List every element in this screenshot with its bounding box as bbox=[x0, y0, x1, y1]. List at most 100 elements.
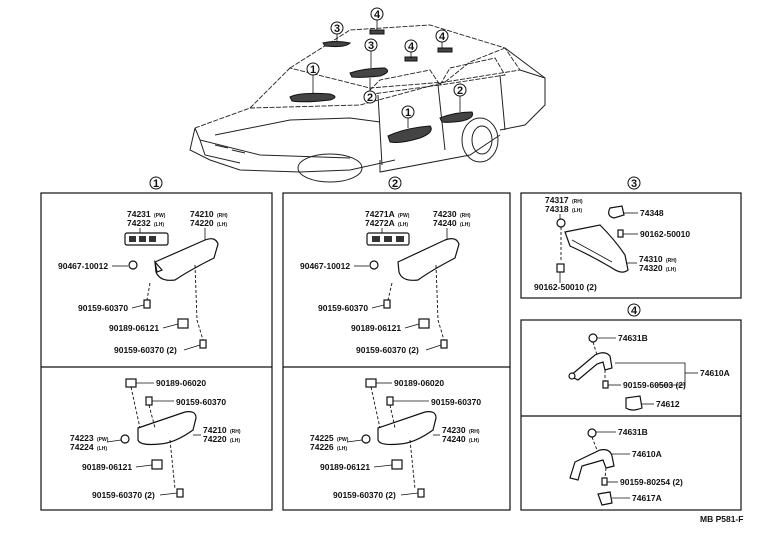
svg-text:(LH): (LH) bbox=[230, 438, 240, 444]
label-90467: 90467-10012 bbox=[58, 261, 108, 271]
front-grip-highlight bbox=[289, 92, 336, 103]
label-90159-a: 90159-60370 bbox=[78, 303, 128, 313]
rear-grip-highlight bbox=[439, 111, 473, 123]
label-90159-2d: 90159-60370 (2) bbox=[333, 490, 396, 500]
group-3-frame bbox=[520, 192, 742, 299]
label-90159-b: 90159-60370 (2) bbox=[114, 345, 177, 355]
label-90189-b: 90189-06020 bbox=[156, 378, 206, 388]
group-4-callout: 4 bbox=[627, 303, 641, 317]
label-74240: 74240 bbox=[433, 218, 457, 228]
grip-cover bbox=[625, 395, 643, 411]
visor-holder bbox=[556, 218, 566, 228]
screw-4 bbox=[176, 488, 184, 498]
door-grip-highlight bbox=[387, 125, 432, 143]
label-90189-a: 90189-06121 bbox=[109, 323, 159, 333]
grip-highlight bbox=[369, 29, 385, 35]
svg-text:3: 3 bbox=[631, 178, 637, 190]
group-1-callout: 1 bbox=[149, 176, 163, 190]
label-74231: 74231 bbox=[127, 209, 151, 219]
svg-text:(RH): (RH) bbox=[230, 429, 241, 435]
svg-text:(LH): (LH) bbox=[469, 438, 479, 444]
group-3-callout: 3 bbox=[627, 176, 641, 190]
car-illustration: 1 3 4 3 2 4 4 2 1 bbox=[189, 7, 546, 183]
label-74631b-a: 74631B bbox=[618, 333, 648, 343]
label-90162-b: 90162-50010 (2) bbox=[534, 282, 597, 292]
label-90162-a: 90162-50010 bbox=[640, 229, 690, 239]
screw-2 bbox=[199, 339, 207, 349]
nut-3 bbox=[151, 459, 163, 470]
label-74230: 74230 bbox=[433, 209, 457, 219]
svg-text:(LH): (LH) bbox=[154, 222, 164, 228]
svg-text:2: 2 bbox=[367, 92, 373, 104]
label-74224: 74224 bbox=[70, 442, 94, 452]
label-90467-2: 90467-10012 bbox=[300, 261, 350, 271]
label-74617a: 74617A bbox=[632, 493, 662, 503]
svg-text:(LH): (LH) bbox=[398, 222, 408, 228]
label-90189-2a: 90189-06121 bbox=[351, 323, 401, 333]
group-2-callout: 2 bbox=[388, 176, 402, 190]
label-74310: 74310 bbox=[639, 254, 663, 264]
visor-highlight-2 bbox=[322, 41, 352, 48]
screw-3 bbox=[145, 396, 153, 406]
clip-1 bbox=[128, 260, 138, 270]
label-74210: 74210 bbox=[190, 209, 214, 219]
svg-text:1: 1 bbox=[310, 64, 316, 76]
car-callout-4c: 4 bbox=[435, 29, 449, 48]
label-74210-b: 74210 bbox=[203, 425, 227, 435]
label-90159-2c: 90159-60370 bbox=[431, 397, 481, 407]
label-74225: 74225 bbox=[310, 433, 334, 443]
label-74223: 74223 bbox=[70, 433, 94, 443]
label-74240-b: 74240 bbox=[442, 434, 466, 444]
svg-text:(LH): (LH) bbox=[217, 222, 227, 228]
visor-highlight bbox=[349, 67, 389, 78]
car-callout-4a: 4 bbox=[370, 7, 384, 30]
svg-text:2: 2 bbox=[457, 85, 463, 97]
svg-text:(PW): (PW) bbox=[97, 437, 109, 443]
label-74610a-a: 74610A bbox=[700, 368, 730, 378]
visor-clip bbox=[608, 205, 625, 219]
label-74220: 74220 bbox=[190, 218, 214, 228]
label-74631b-b: 74631B bbox=[618, 427, 648, 437]
svg-text:3: 3 bbox=[334, 23, 340, 35]
armrest-2 bbox=[137, 411, 197, 446]
label-90159-g4b: 90159-80254 (2) bbox=[620, 477, 683, 487]
diagram-reference: MB P581-F bbox=[700, 514, 743, 524]
svg-text:(RH): (RH) bbox=[217, 213, 228, 219]
label-74348: 74348 bbox=[640, 208, 664, 218]
svg-text:(RH): (RH) bbox=[666, 258, 677, 264]
screw-1 bbox=[143, 299, 151, 309]
label-74318: 74318 bbox=[545, 204, 569, 214]
label-74610a-b: 74610A bbox=[632, 449, 662, 459]
svg-text:(LH): (LH) bbox=[666, 267, 676, 273]
svg-text:(PW): (PW) bbox=[337, 437, 349, 443]
svg-text:4: 4 bbox=[408, 41, 415, 53]
svg-text:1: 1 bbox=[405, 107, 411, 119]
group-3: 3 74317(RH) 74318(LH) 74348 90162-50010 … bbox=[520, 176, 742, 299]
svg-text:(LH): (LH) bbox=[337, 446, 347, 452]
label-90159-c: 90159-60370 bbox=[176, 397, 226, 407]
armrest-1 bbox=[154, 238, 219, 281]
label-74232: 74232 bbox=[127, 218, 151, 228]
svg-text:(LH): (LH) bbox=[572, 208, 582, 214]
nut-1 bbox=[177, 318, 189, 329]
label-74220-b: 74220 bbox=[203, 434, 227, 444]
svg-text:(PW): (PW) bbox=[154, 213, 166, 219]
label-74226: 74226 bbox=[310, 442, 334, 452]
sun-visor bbox=[564, 224, 629, 273]
grip-end-cap bbox=[597, 491, 613, 506]
label-90159-2a: 90159-60370 bbox=[318, 303, 368, 313]
label-74272a: 74272A bbox=[365, 218, 395, 228]
svg-text:(RH): (RH) bbox=[572, 199, 583, 205]
car-callout-1a: 1 bbox=[306, 62, 320, 94]
car-callout-2a: 2 bbox=[363, 78, 377, 104]
svg-text:1: 1 bbox=[153, 178, 159, 190]
label-90159-g4a: 90159-60503 (2) bbox=[623, 380, 686, 390]
svg-text:(LH): (LH) bbox=[97, 446, 107, 452]
label-74317: 74317 bbox=[545, 195, 569, 205]
svg-text:(RH): (RH) bbox=[469, 429, 480, 435]
cap-1 bbox=[588, 333, 598, 343]
label-90189-c: 90189-06121 bbox=[82, 462, 132, 472]
svg-text:(RH): (RH) bbox=[460, 213, 471, 219]
car-callout-1b: 1 bbox=[401, 105, 415, 128]
